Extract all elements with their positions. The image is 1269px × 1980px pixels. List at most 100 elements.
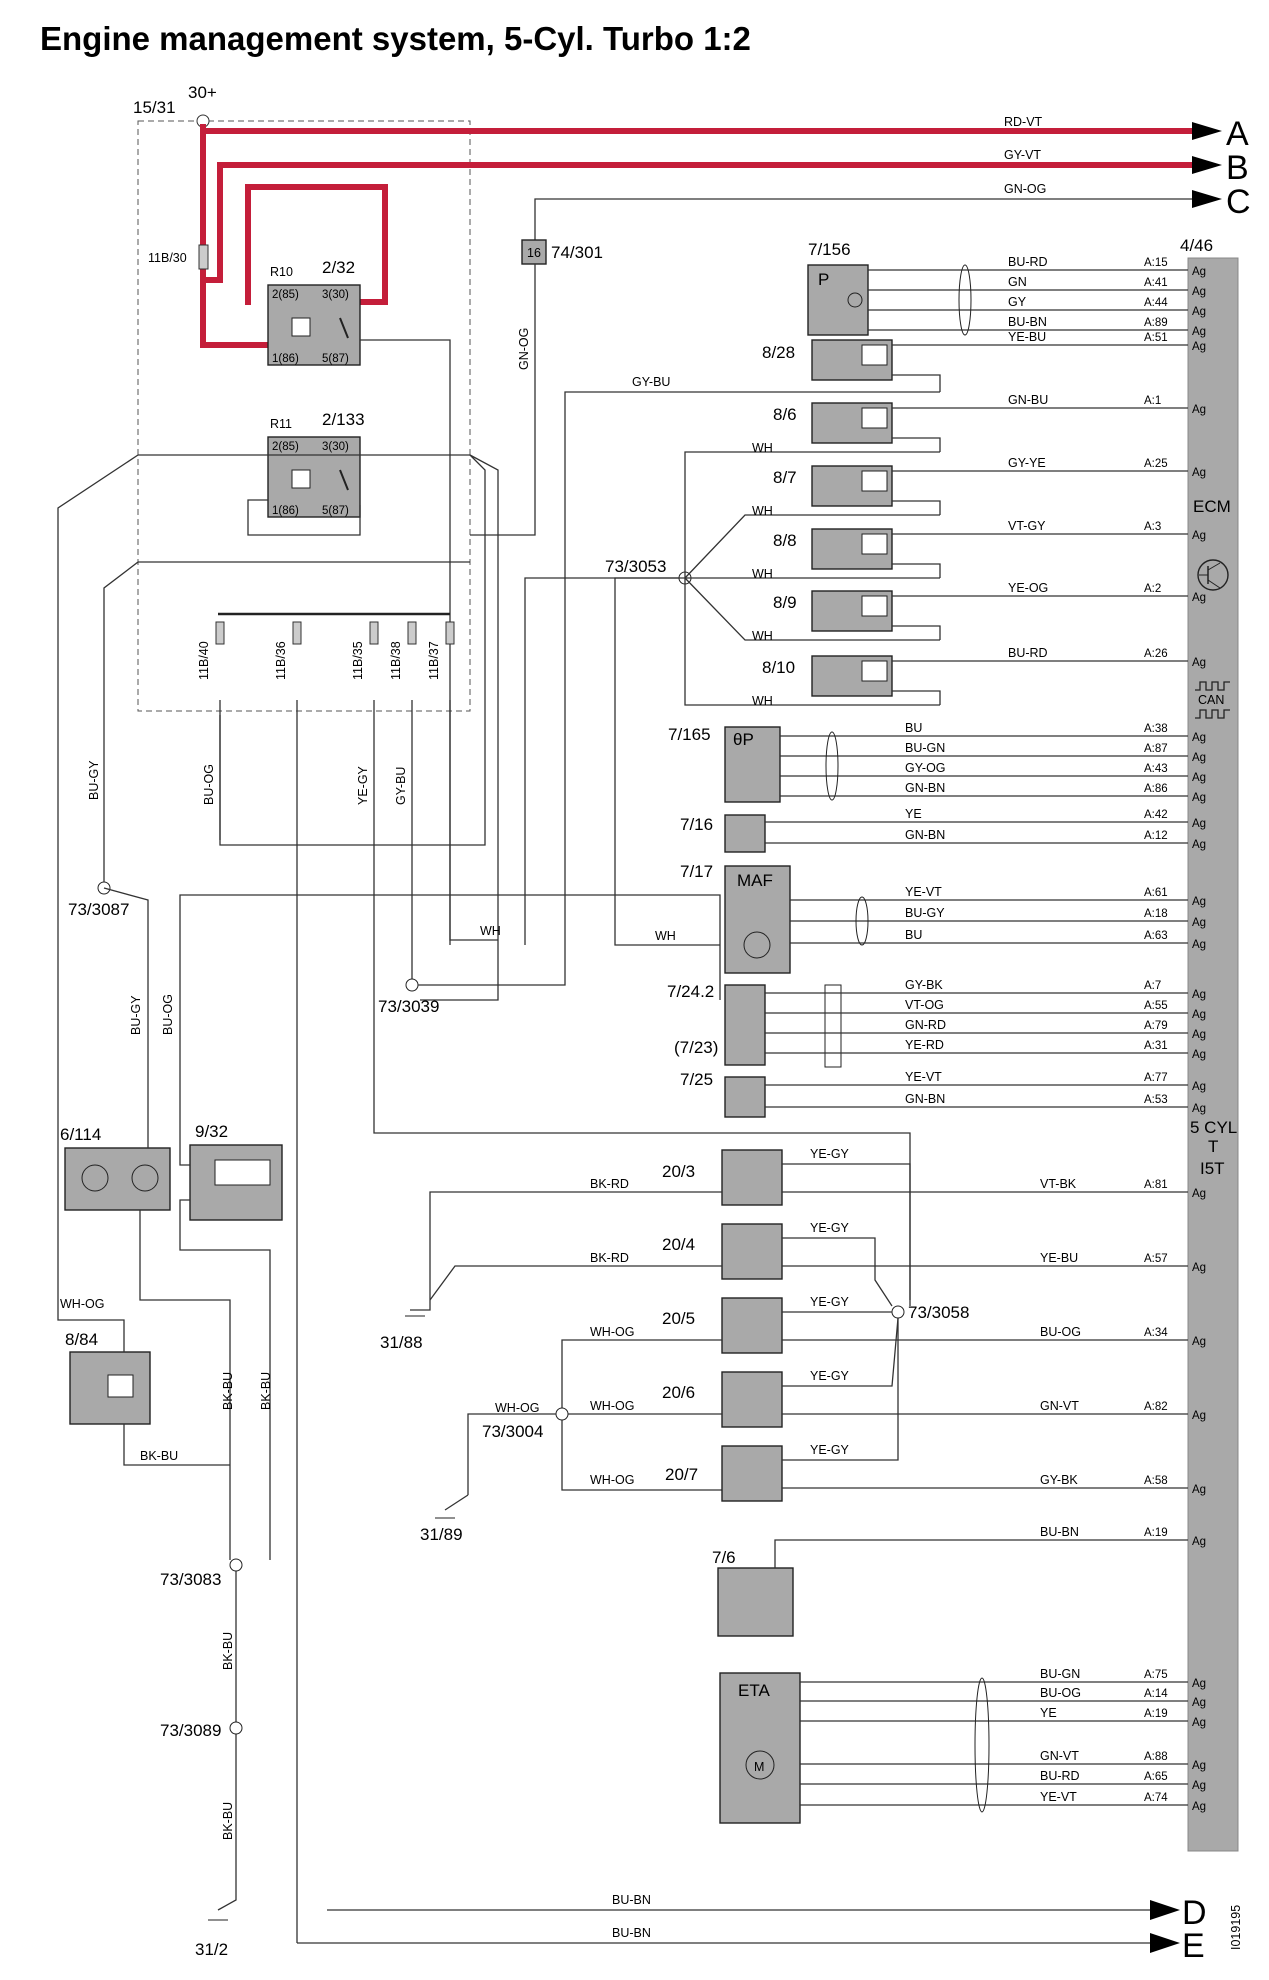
svg-text:YE-BU: YE-BU: [1008, 330, 1046, 344]
svg-text:11B/40: 11B/40: [197, 641, 211, 680]
connector-74-301: [521, 239, 547, 265]
svg-text:20/3: 20/3: [662, 1162, 695, 1181]
ecm-pin-suffix: Ag: [1192, 1760, 1206, 1772]
output-a: A RD-VT: [1004, 115, 1249, 153]
output-e-letter: E: [1182, 1927, 1205, 1965]
svg-text:A:38: A:38: [1144, 723, 1168, 735]
ecm-pin-suffix: Ag: [1192, 1536, 1206, 1548]
svg-text:A:77: A:77: [1144, 1072, 1168, 1084]
component-7-24: 7/24.2 (7/23) GY-BK VT-OG GN-RD YE-RD A:…: [667, 978, 1188, 1068]
ecm-pin-suffix: Ag: [1192, 1717, 1206, 1729]
svg-text:ETA: ETA: [738, 1681, 770, 1700]
svg-text:9/32: 9/32: [195, 1122, 228, 1141]
svg-text:WH-OG: WH-OG: [590, 1473, 634, 1487]
svg-text:BK-RD: BK-RD: [590, 1251, 629, 1265]
svg-text:GY-BU: GY-BU: [394, 767, 408, 805]
svg-text:YE-VT: YE-VT: [905, 885, 942, 899]
svg-text:A:89: A:89: [1144, 317, 1168, 329]
svg-text:6/114: 6/114: [60, 1125, 101, 1144]
ground-31-2: 31/2: [195, 1565, 237, 1959]
svg-text:11B/35: 11B/35: [351, 641, 365, 680]
svg-text:BU-RD: BU-RD: [1040, 1769, 1080, 1783]
relay-r10-name: R10: [270, 265, 293, 279]
splice-73-3053: 73/3053 WH WH WH WH WH WH: [524, 441, 940, 946]
svg-text:11B/38: 11B/38: [389, 641, 403, 680]
valve-8-9: 8/9 YE-OG A:2: [773, 581, 1188, 640]
splice-73-3039: 73/3039 GY-BU: [378, 375, 940, 1016]
svg-text:A:26: A:26: [1144, 648, 1168, 660]
svg-text:A:63: A:63: [1144, 930, 1168, 942]
svg-text:VT-BK: VT-BK: [1040, 1177, 1077, 1191]
svg-text:WH: WH: [752, 504, 773, 518]
connector-74-num: 16: [527, 246, 541, 260]
svg-text:YE-GY: YE-GY: [810, 1443, 850, 1457]
svg-text:YE-GY: YE-GY: [810, 1369, 850, 1383]
red-wire-r10: [245, 184, 388, 305]
svg-text:A:18: A:18: [1144, 908, 1168, 920]
component-7-16: 7/16 YE GN-BN A:42 A:12: [680, 807, 1188, 853]
output-c-wire: GN-OG: [1004, 182, 1046, 196]
svg-text:A:82: A:82: [1144, 1401, 1168, 1413]
ecm-block: [1187, 257, 1239, 1852]
svg-text:8/6: 8/6: [773, 405, 797, 424]
coil-20-3: 20/3 VT-BK A:81 BK-RD YE-GY: [429, 1147, 1188, 1300]
svg-text:A:19: A:19: [1144, 1527, 1168, 1539]
wire-fuse-37: [449, 700, 498, 941]
svg-text:VT-OG: VT-OG: [905, 998, 944, 1012]
component-7-156: 7/156 P BU-RD GN GY BU-BN A:15 A:41 A:44…: [807, 240, 1188, 336]
connector-74-ref: 74/301: [551, 243, 603, 262]
fuse-11b30-label: 11B/30: [148, 251, 187, 265]
splice-73-3089: 73/3089 BK-BU: [160, 1721, 243, 1840]
svg-text:7/16: 7/16: [680, 815, 713, 834]
relay-r10-ref: 2/32: [322, 258, 355, 277]
ecm-pin-suffix: Ag: [1192, 1009, 1206, 1021]
svg-text:A:61: A:61: [1144, 887, 1168, 899]
svg-text:2(85): 2(85): [272, 289, 299, 301]
svg-text:BK-BU: BK-BU: [221, 1372, 235, 1410]
svg-text:A:44: A:44: [1144, 297, 1168, 309]
ecm-pin-suffix: Ag: [1192, 1780, 1206, 1792]
svg-text:A:87: A:87: [1144, 743, 1168, 755]
component-eta: ETA M BU-GN BU-OG YE GN-VT BU-RD YE-VT A…: [719, 1667, 1188, 1824]
svg-text:(7/23): (7/23): [674, 1038, 718, 1057]
ecm-pin-suffix: Ag: [1192, 306, 1206, 318]
ecm-label: ECM: [1193, 497, 1231, 516]
ecm-pin-suffix: Ag: [1192, 752, 1206, 764]
ecm-variant-1: 5 CYL: [1190, 1118, 1237, 1137]
svg-text:73/3004: 73/3004: [482, 1422, 543, 1441]
ground-31-89: 31/89: [420, 1494, 469, 1544]
svg-text:BU-OG: BU-OG: [1040, 1686, 1081, 1700]
output-c-letter: C: [1226, 183, 1251, 221]
can-label: CAN: [1198, 693, 1224, 707]
svg-text:GY-BU: GY-BU: [632, 375, 670, 389]
component-7-6: 7/6 BU-BN A:19: [712, 1525, 1188, 1637]
fuse-box-label: 15/31: [133, 98, 176, 117]
svg-text:BU-GY: BU-GY: [905, 906, 945, 920]
svg-text:73/3087: 73/3087: [68, 900, 129, 919]
svg-text:BU-GY: BU-GY: [129, 995, 143, 1035]
svg-text:A:3: A:3: [1144, 521, 1161, 533]
splice-73-3004: 73/3004 WH-OG: [467, 1401, 569, 1495]
ecm-ref: 4/46: [1180, 236, 1213, 255]
svg-text:A:19: A:19: [1144, 1708, 1168, 1720]
svg-text:VT-GY: VT-GY: [1008, 519, 1046, 533]
svg-text:7/25: 7/25: [680, 1070, 713, 1089]
svg-text:A:74: A:74: [1144, 1792, 1168, 1804]
ecm-pin-suffix: Ag: [1192, 772, 1206, 784]
svg-text:YE-GY: YE-GY: [810, 1147, 850, 1161]
svg-text:WH: WH: [752, 567, 773, 581]
coil-20-4: 20/4 YE-BU A:57 BK-RD YE-GY: [429, 1221, 1188, 1301]
svg-text:8/28: 8/28: [762, 343, 795, 362]
svg-text:73/3089: 73/3089: [160, 1721, 221, 1740]
svg-text:WH: WH: [752, 629, 773, 643]
svg-text:A:58: A:58: [1144, 1475, 1168, 1487]
valve-8-10: 8/10 BU-RD A:26: [762, 646, 1188, 705]
svg-text:WH: WH: [655, 929, 676, 943]
relay-r11: R11 2/133 2(85) 3(30) 1(86) 5(87): [267, 410, 365, 518]
component-9-32: 9/32 BU-OG: [161, 894, 721, 1560]
output-e-wire: BU-BN: [612, 1926, 651, 1940]
svg-text:A:15: A:15: [1144, 257, 1168, 269]
splice-73-3083: 73/3083 BK-BU BK-BU BK-BU: [160, 1372, 273, 1670]
ecm-pin-suffix: Ag: [1192, 1081, 1206, 1093]
ecm-variant-2: T: [1208, 1137, 1218, 1156]
